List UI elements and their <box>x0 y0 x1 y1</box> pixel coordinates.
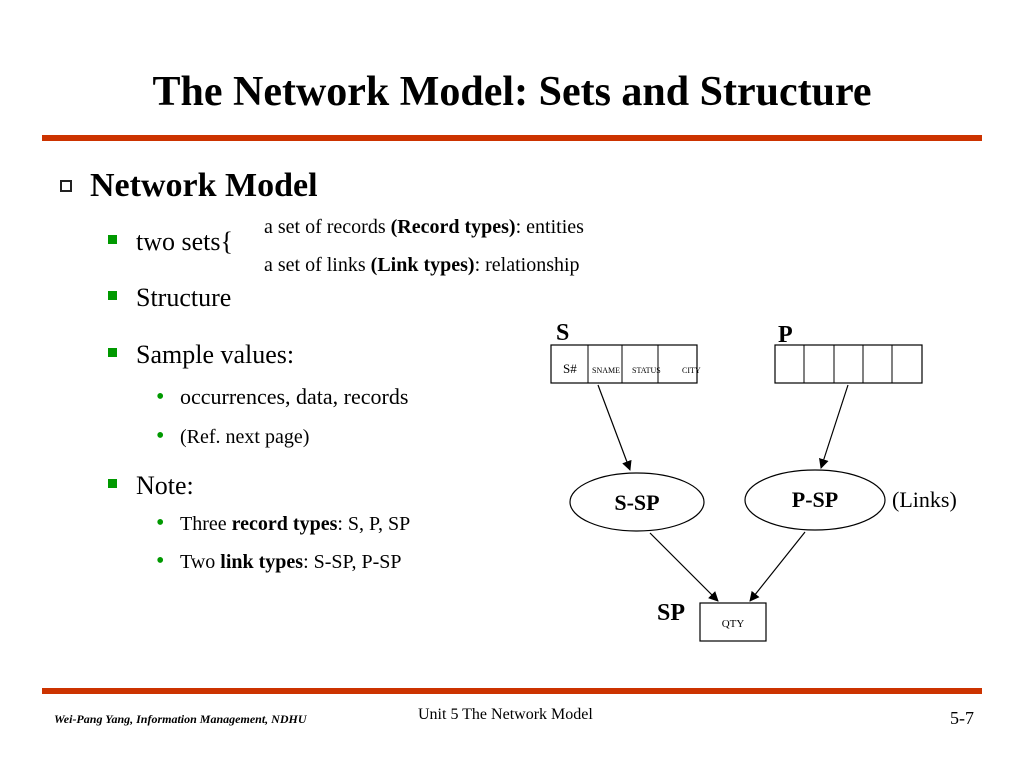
note2-post: : S-SP, P-SP <box>303 551 402 573</box>
footer-divider <box>42 688 982 694</box>
note-item-record-types: Three record types: S, P, SP <box>180 511 410 537</box>
s-field-city: CITY <box>682 366 701 375</box>
dot-bullet-icon: • <box>156 423 165 449</box>
dot-bullet-icon: • <box>156 548 165 574</box>
square-bullet-icon <box>108 348 117 357</box>
title-divider <box>42 135 982 141</box>
set-of-records-line: a set of records (Record types): entitie… <box>264 214 584 240</box>
links-bold: (Link types) <box>370 254 475 276</box>
sp-record-box <box>699 602 767 642</box>
note-label: Note: <box>136 471 194 500</box>
links-note: (Links) <box>892 487 957 512</box>
note1-pre: Three <box>180 513 232 535</box>
links-text: a set of links <box>264 254 371 276</box>
p-record-label: P <box>778 322 793 348</box>
footer-page-number: 5-7 <box>950 708 974 728</box>
sample-item-ref: (Ref. next page) <box>180 426 310 448</box>
link-p-sp-label: P-SP <box>792 487 838 512</box>
s-record-box <box>550 344 698 384</box>
link-p-sp-ellipse <box>744 469 886 531</box>
footer-unit: Unit 5 The Network Model <box>418 706 593 723</box>
dot-bullet-icon: • <box>156 510 165 536</box>
hollow-square-bullet-icon <box>60 180 72 192</box>
footer-author: Wei-Pang Yang, Information Management, N… <box>54 712 307 726</box>
heading-network-model: Network Model <box>90 167 318 204</box>
arrow-s-to-link <box>597 384 632 471</box>
note-item-link-types: Two link types: S-SP, P-SP <box>180 549 401 575</box>
arrow-p-to-link <box>819 384 849 469</box>
note1-post: : S, P, SP <box>337 513 411 535</box>
dot-bullet-icon: • <box>156 384 165 410</box>
link-s-sp-label: S-SP <box>614 490 659 515</box>
note1-bold: record types <box>231 513 338 535</box>
slide-title: The Network Model: Sets and Structure <box>152 69 872 115</box>
sample-item-occurrences: occurrences, data, records <box>180 384 409 409</box>
records-bold: (Record types) <box>390 216 516 238</box>
sp-record-label: SP <box>657 600 685 626</box>
note2-bold: link types <box>220 551 304 573</box>
sample-values-label: Sample values: <box>136 340 295 369</box>
square-bullet-icon <box>108 235 117 244</box>
s-field-status: STATUS <box>632 366 661 375</box>
two-sets-label: two sets{ <box>136 227 233 256</box>
square-bullet-icon <box>108 291 117 300</box>
arrow-link-to-sp-left <box>649 532 719 602</box>
s-field-snum: S# <box>563 361 577 376</box>
s-field-sname: SNAME <box>592 366 620 375</box>
link-s-sp-ellipse <box>569 472 705 532</box>
s-record-label: S <box>556 320 569 346</box>
set-of-links-line: a set of links (Link types): relationshi… <box>264 252 580 278</box>
structure-label: Structure <box>136 283 232 312</box>
p-record-box <box>774 344 923 384</box>
links-suffix: : relationship <box>474 254 580 276</box>
records-suffix: : entities <box>515 216 584 238</box>
note2-pre: Two <box>180 551 221 573</box>
arrow-link-to-sp-right <box>749 531 806 602</box>
sp-field-qty: QTY <box>722 618 745 630</box>
records-text: a set of records <box>264 216 391 238</box>
square-bullet-icon <box>108 479 117 488</box>
